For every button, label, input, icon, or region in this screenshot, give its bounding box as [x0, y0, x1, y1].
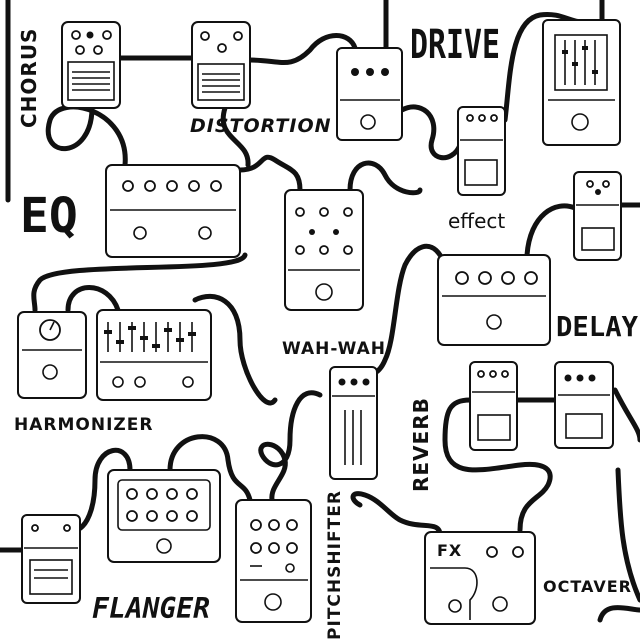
cable-harmonizer-wah [192, 293, 278, 406]
pedal-chorus [61, 21, 121, 109]
cable-harmonizer-loop [65, 285, 121, 313]
pedal-small-effect [457, 106, 506, 196]
label-wah-wah: WAH-WAH [282, 339, 386, 359]
pedal-small-right [573, 171, 622, 261]
pedal-reverb-right [554, 361, 614, 449]
cable-right-edge-bottom [615, 467, 640, 603]
cable-eq-harmonizer [31, 252, 248, 313]
pedal-distortion [191, 21, 251, 109]
cable-drive-loop [399, 104, 463, 161]
label-octaver: OCTAVER [543, 577, 632, 596]
label-flanger: FLANGER [92, 592, 210, 625]
cable-right-edge [612, 387, 640, 443]
pedal-wah-expression [329, 366, 378, 480]
label-pitchshifter: PITCHSHIFTER [325, 490, 345, 640]
pedal-harmonizer-sliders [96, 309, 212, 401]
pedal-wah-tall [284, 189, 364, 311]
cable-chorus-eq [45, 104, 128, 168]
cable-drive-top [502, 11, 585, 123]
label-harmonizer: HARMONIZER [14, 415, 153, 435]
pedal-small-bottom-left [21, 514, 81, 604]
label-drive: DRIVE [410, 22, 500, 68]
cable-distortion-drive [247, 33, 358, 65]
cable-reverb-row [442, 397, 553, 533]
label-effect: effect [448, 209, 505, 233]
cable-wah-down [258, 390, 323, 503]
label-delay: DELAY [556, 310, 638, 343]
pedal-fx [424, 531, 536, 625]
cable-pitch-fx [350, 491, 443, 538]
pedal-flanger [107, 469, 221, 563]
pedal-drive [336, 47, 403, 141]
label-eq: EQ [20, 188, 78, 244]
cable-eq-wah [237, 154, 303, 193]
label-reverb: REVERB [409, 397, 433, 492]
pedal-delay [437, 254, 551, 346]
label-chorus: CHORUS [17, 28, 41, 128]
label-distortion: DISTORTION [190, 115, 332, 137]
cable-bottom-right [597, 605, 640, 623]
pedal-pitchshifter [235, 499, 312, 623]
cable-wah-effect [347, 160, 423, 196]
pedal-reverb-left [469, 361, 518, 451]
cable-distortion-eq [220, 105, 251, 168]
pedal-harmonizer-tuner [17, 311, 87, 399]
pedal-eq [105, 164, 241, 258]
label-fx: FX [437, 541, 462, 560]
pedal-graphic-top-right [542, 19, 621, 146]
cable-delay-right [524, 203, 578, 258]
cable-flanger-top [167, 434, 253, 503]
labels: CHORUS DISTORTION DRIVE EQ effect DELAY … [14, 22, 638, 640]
